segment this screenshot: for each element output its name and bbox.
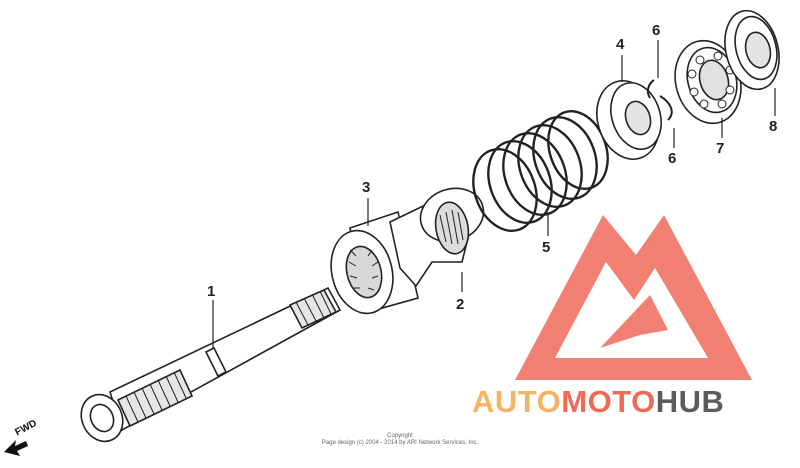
spring	[472, 110, 609, 232]
watermark-logo	[515, 215, 752, 380]
callout-4: 4	[616, 36, 625, 53]
watermark-text: AUTOMOTOHUB	[472, 386, 724, 417]
circlips	[646, 79, 673, 121]
watermark-hub: HUB	[655, 384, 725, 419]
callout-7: 7	[716, 140, 725, 157]
copyright-notice: Copyright Page design (c) 2004 - 2014 by…	[300, 433, 500, 447]
callout-6-bottom: 6	[668, 150, 677, 167]
oil-seal	[724, 9, 780, 91]
callout-3: 3	[362, 179, 371, 196]
leader-lines	[212, 40, 776, 348]
callout-6-top: 6	[652, 22, 661, 39]
ball-bearing	[674, 39, 742, 125]
copyright-line-1: Copyright	[387, 433, 413, 439]
watermark-moto: MOTO	[561, 384, 656, 419]
callout-2: 2	[456, 296, 465, 313]
fwd-arrow-icon	[4, 440, 28, 456]
callout-5: 5	[542, 239, 551, 256]
spring-seat	[596, 80, 662, 160]
clutch-inner	[389, 187, 485, 288]
main-shaft	[80, 286, 342, 443]
callout-1: 1	[207, 283, 216, 300]
copyright-line-2: Page design (c) 2004 - 2014 by ARI Netwo…	[321, 440, 479, 446]
callout-8: 8	[769, 118, 778, 135]
watermark-auto: AUTO	[472, 384, 562, 419]
